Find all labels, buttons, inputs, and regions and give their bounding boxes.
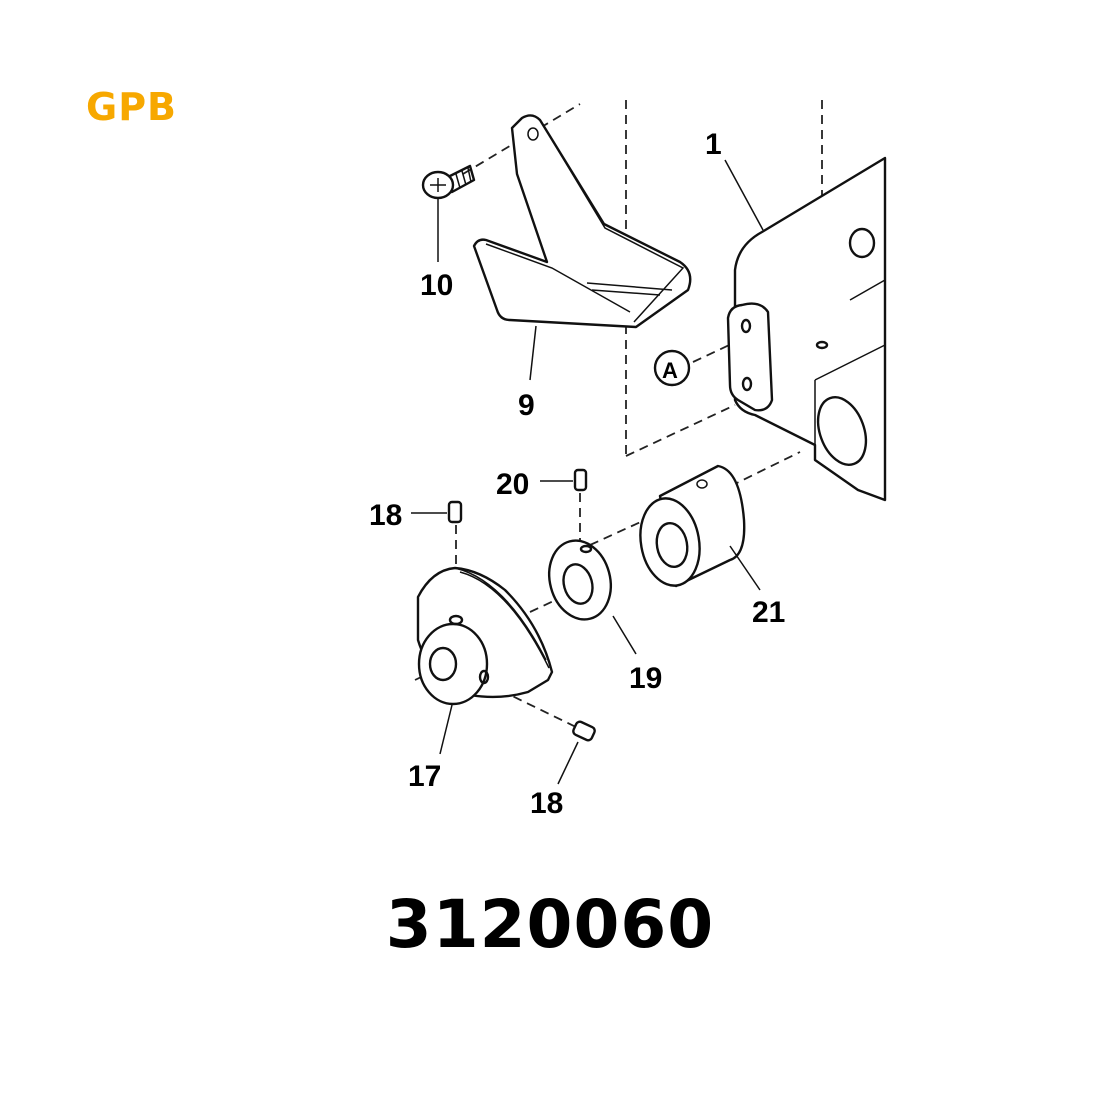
cam-part-17 <box>416 566 554 755</box>
bracket-part-9 <box>472 114 692 381</box>
housing-part-1 <box>724 156 887 502</box>
set-screw-part-18-bottom <box>557 720 596 785</box>
brand-logo: GPB <box>86 85 178 129</box>
collar-part-19 <box>548 539 637 655</box>
callout-label: 19 <box>629 662 662 695</box>
callout-label: 18 <box>530 787 563 820</box>
callout-label: 21 <box>752 596 785 629</box>
callout-label: A <box>662 358 678 383</box>
sleeve-part-21 <box>639 464 761 591</box>
callout-label: 1 <box>705 128 722 161</box>
callout-label: 17 <box>408 760 441 793</box>
callout-label: 10 <box>420 269 453 302</box>
callout-label: 18 <box>369 499 402 532</box>
set-screw-part-18-top <box>411 500 463 524</box>
screw-part-10 <box>421 164 476 262</box>
callout-label: 20 <box>496 468 529 501</box>
part-number: 3120060 <box>385 886 715 963</box>
reference-marker-a <box>653 349 691 387</box>
set-screw-part-20 <box>540 468 588 492</box>
callout-label: 9 <box>518 389 535 422</box>
